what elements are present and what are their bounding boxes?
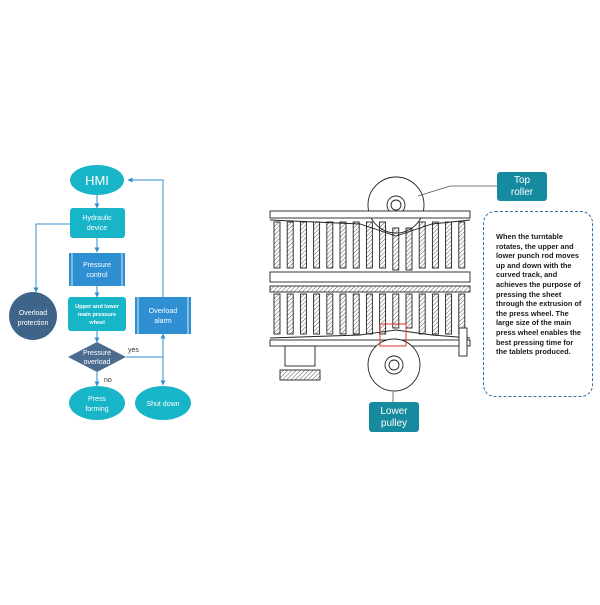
upper-punch-rod — [405, 227, 413, 271]
description-text: When the turntable rotates, the upper an… — [496, 232, 582, 357]
top-roller-leader — [417, 185, 497, 197]
hydraulic-label-2: device — [87, 225, 107, 232]
lower-punch-rod — [445, 293, 453, 335]
lower-punch-rod — [431, 293, 439, 335]
hmi-label: HMI — [85, 173, 109, 188]
upper-punch-rods — [273, 221, 466, 271]
lower-punch-rod — [273, 293, 281, 335]
overload-alarm-label-2: alarm — [154, 318, 172, 325]
press-forming-node: Press forming — [69, 386, 125, 420]
upper-punch-rod — [431, 221, 439, 269]
die-table — [269, 285, 471, 293]
upper-punch-rod — [313, 221, 321, 269]
hmi-node: HMI — [70, 165, 124, 195]
flowchart: HMI Hydraulic device Pressure control Up… — [9, 165, 191, 420]
lower-punch-rod — [339, 293, 347, 335]
overload-alarm-node: Overload alarm — [135, 297, 191, 334]
top-roller-wheel — [367, 176, 425, 234]
lower-pulley-callout: Lower pulley — [369, 402, 419, 432]
gear — [279, 369, 321, 381]
overload-protection-node: Overload protection — [9, 292, 57, 340]
overload-protection-label-1: Overload — [19, 310, 48, 317]
adjust-screw — [458, 327, 468, 357]
overload-alarm-label-1: Overload — [149, 308, 178, 315]
main-wheel-label-2: main pressure — [78, 312, 116, 318]
flowchart-connectors — [33, 177, 166, 387]
hydraulic-label-1: Hydraulic — [82, 215, 112, 222]
upper-punch-rod — [352, 221, 360, 269]
upper-punch-rod — [365, 221, 373, 269]
lower-punch-rod — [379, 293, 387, 335]
lower-punch-rod — [365, 293, 373, 335]
pressure-overload-node: Pressure overload — [68, 342, 126, 372]
lower-punch-rod — [418, 293, 426, 335]
press-machine-drawing — [269, 176, 471, 392]
turret-plate — [269, 271, 471, 283]
lower-punch-rod — [286, 293, 294, 335]
upper-punch-rod — [379, 221, 387, 269]
callout-lines — [392, 185, 497, 402]
upper-punch-rod — [273, 221, 281, 269]
shut-down-label: Shut down — [146, 401, 179, 408]
top-roller-label-2: roller — [511, 187, 534, 198]
lower-punch-rod — [299, 293, 307, 335]
top-roller-callout: Top roller — [497, 172, 547, 201]
pressure-control-label-1: Pressure — [83, 262, 111, 269]
press-forming-label-2: forming — [85, 406, 108, 413]
shut-down-node: Shut down — [135, 386, 191, 420]
lower-track — [269, 339, 471, 347]
main-pressure-wheel-node: Upper and lower main pressure wheel — [68, 297, 126, 331]
upper-punch-rod — [458, 221, 466, 269]
press-forming-label-1: Press — [88, 396, 106, 403]
main-wheel-label-3: wheel — [88, 320, 105, 326]
upper-punch-rod — [286, 221, 294, 269]
yes-label: yes — [128, 347, 139, 354]
top-roller-label-1: Top — [514, 175, 531, 186]
lower-pulley-label-2: pulley — [381, 418, 407, 429]
hydraulic-device-node: Hydraulic device — [70, 208, 125, 238]
edge-alarm-hmi — [127, 177, 164, 297]
lower-punch-rods — [273, 293, 466, 335]
lower-punch-rod — [392, 293, 400, 329]
lower-punch-rod — [405, 293, 413, 329]
lower-punch-rod — [326, 293, 334, 335]
upper-punch-rod — [299, 221, 307, 269]
upper-punch-rod — [418, 221, 426, 269]
pressure-control-label-2: control — [86, 272, 107, 279]
lower-pulley-label-1: Lower — [380, 406, 408, 417]
pressure-overload-label-1: Pressure — [83, 350, 111, 357]
base-block — [284, 345, 316, 367]
upper-punch-rod — [339, 221, 347, 269]
upper-punch-rod — [392, 227, 400, 271]
overload-protection-label-2: protection — [18, 320, 49, 327]
upper-track — [269, 210, 471, 219]
lower-punch-rod — [352, 293, 360, 335]
no-label: no — [104, 377, 112, 384]
pressure-overload-label-2: overload — [84, 359, 111, 366]
lower-pulley-wheel — [367, 338, 421, 392]
description-note: When the turntable rotates, the upper an… — [483, 211, 593, 397]
lower-cam-curve — [269, 329, 471, 339]
upper-punch-rod — [445, 221, 453, 269]
pressure-control-node: Pressure control — [69, 253, 125, 286]
upper-punch-rod — [326, 221, 334, 269]
edge-hydraulic-protection — [33, 223, 70, 293]
pressing-point-highlight — [379, 323, 407, 347]
lower-punch-rod — [313, 293, 321, 335]
main-wheel-label-1: Upper and lower — [75, 304, 120, 310]
